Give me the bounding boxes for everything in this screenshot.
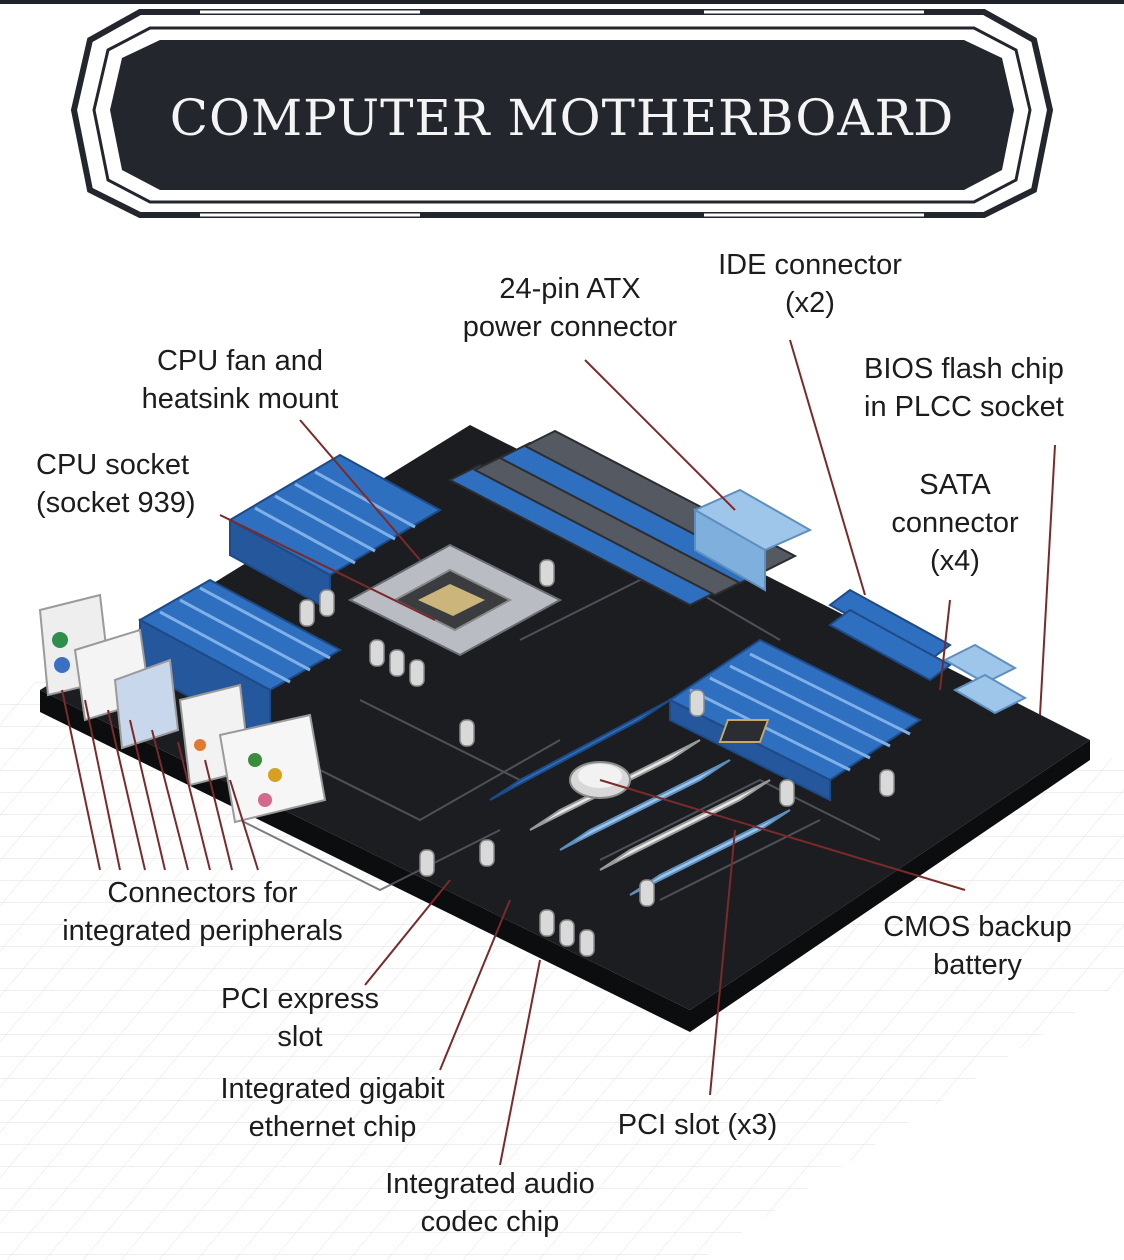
bios-chip (720, 720, 768, 742)
label-ethernet-chip: Integrated gigabitethernet chip (190, 1070, 475, 1146)
label-cpu-socket: CPU socket(socket 939) (36, 446, 256, 522)
label-bios-chip: BIOS flash chipin PLCC socket (864, 350, 1114, 426)
label-ide-connector: IDE connector(x2) (690, 246, 930, 322)
label-pci-slot: PCI slot (x3) (595, 1106, 800, 1144)
label-sata-connector: SATAconnector(x4) (870, 466, 1040, 580)
label-cpu-fan: CPU fan andheatsink mount (110, 342, 370, 418)
label-atx-power: 24-pin ATXpower connector (430, 270, 710, 346)
label-cmos-battery: CMOS backupbattery (860, 908, 1095, 984)
label-peripheral-connectors: Connectors forintegrated peripherals (30, 874, 375, 950)
label-pci-express: PCI expressslot (195, 980, 405, 1056)
label-audio-codec: Integrated audiocodec chip (355, 1165, 625, 1241)
